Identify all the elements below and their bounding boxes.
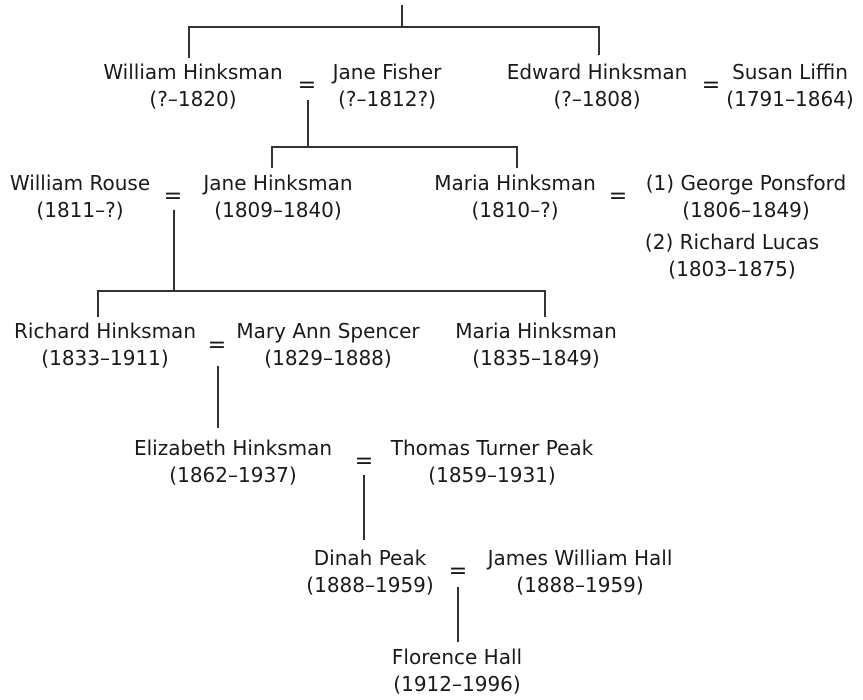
marriage-symbol: =	[448, 559, 468, 584]
marriage-symbol: =	[163, 184, 183, 209]
person-name: Edward Hinksman	[506, 60, 688, 84]
person-william-rouse: William Rouse (1811–?)	[10, 170, 150, 224]
person-dates: (?–1812?)	[338, 87, 436, 111]
gen1-descent-line	[307, 100, 309, 147]
marriage-symbol: =	[354, 449, 374, 474]
person-maria-hinksman-1835: Maria Hinksman (1835–1849)	[455, 318, 617, 372]
person-name: Maria Hinksman	[434, 171, 596, 195]
person-dates: (1835–1849)	[472, 346, 600, 370]
person-dates: (1912–1996)	[393, 672, 521, 696]
person-name: Thomas Turner Peak	[390, 436, 594, 460]
person-name: Elizabeth Hinksman	[133, 436, 333, 460]
person-dates: (1888–1959)	[516, 573, 644, 597]
person-florence-hall: Florence Hall (1912–1996)	[392, 644, 522, 698]
person-name: Richard Hinksman	[14, 319, 196, 343]
person-dates: (?–1820)	[149, 87, 237, 111]
person-dates: (1803–1875)	[668, 257, 796, 281]
person-name: Dinah Peak	[313, 546, 427, 570]
person-name: William Hinksman	[103, 60, 283, 84]
person-edward-hinksman: Edward Hinksman (?–1808)	[507, 59, 688, 113]
person-name: Jane Fisher	[332, 60, 442, 84]
person-richard-lucas: (2) Richard Lucas (1803–1875)	[645, 229, 819, 283]
marriage-symbol: =	[297, 73, 317, 98]
person-elizabeth-hinksman: Elizabeth Hinksman (1862–1937)	[134, 435, 332, 489]
person-dates: (1810–?)	[471, 198, 559, 222]
person-dates: (1859–1931)	[428, 463, 556, 487]
person-maria-hinksman-1810: Maria Hinksman (1810–?)	[434, 170, 596, 224]
gen3-descent-line	[217, 366, 219, 428]
person-dates: (1806–1849)	[682, 198, 810, 222]
person-dates: (1833–1911)	[41, 346, 169, 370]
gen2-sibling-bar	[271, 146, 517, 148]
person-dates: (1829–1888)	[264, 346, 392, 370]
gen2-drop-maria	[516, 146, 518, 168]
person-susan-liffin: Susan Liffin (1791–1864)	[726, 59, 853, 113]
person-dates: (1791–1864)	[726, 87, 854, 111]
person-name: Susan Liffin	[732, 60, 848, 84]
person-name: James William Hall	[487, 546, 673, 570]
gen1-drop-william	[188, 26, 190, 58]
person-dates: (1888–1959)	[306, 573, 434, 597]
gen3-drop-maria	[544, 290, 546, 317]
person-name: Mary Ann Spencer	[236, 319, 420, 343]
person-jane-hinksman: Jane Hinksman (1809–1840)	[203, 170, 352, 224]
person-name: Jane Hinksman	[203, 171, 353, 195]
person-name: Maria Hinksman	[455, 319, 617, 343]
person-jane-fisher: Jane Fisher (?–1812?)	[333, 59, 442, 113]
person-name: (2) Richard Lucas	[644, 230, 820, 254]
person-dates: (1862–1937)	[169, 463, 297, 487]
gen2-drop-jane	[271, 146, 273, 168]
gen3-sibling-bar	[97, 290, 545, 292]
person-george-ponsford: (1) George Ponsford (1806–1849)	[646, 170, 846, 224]
person-dinah-peak: Dinah Peak (1888–1959)	[306, 545, 433, 599]
person-name: William Rouse	[9, 171, 151, 195]
person-dates: (1809–1840)	[214, 198, 342, 222]
top-parent-line	[401, 5, 403, 27]
marriage-symbol: =	[608, 184, 628, 209]
gen5-descent-line	[457, 587, 459, 642]
person-william-hinksman: William Hinksman (?–1820)	[103, 59, 282, 113]
person-thomas-turner-peak: Thomas Turner Peak (1859–1931)	[391, 435, 593, 489]
person-mary-ann-spencer: Mary Ann Spencer (1829–1888)	[236, 318, 419, 372]
person-name: Florence Hall	[391, 645, 523, 669]
gen2-descent-line	[173, 210, 175, 291]
marriage-symbol: =	[207, 333, 227, 358]
gen1-sibling-bar	[188, 26, 599, 28]
marriage-symbol: =	[701, 73, 721, 98]
gen1-drop-edward	[598, 26, 600, 55]
gen4-descent-line	[363, 475, 365, 540]
person-name: (1) George Ponsford	[645, 171, 847, 195]
person-dates: (?–1808)	[553, 87, 641, 111]
gen3-drop-richard	[97, 290, 99, 317]
person-richard-hinksman: Richard Hinksman (1833–1911)	[14, 318, 196, 372]
person-dates: (1811–?)	[36, 198, 124, 222]
person-james-william-hall: James William Hall (1888–1959)	[488, 545, 673, 599]
